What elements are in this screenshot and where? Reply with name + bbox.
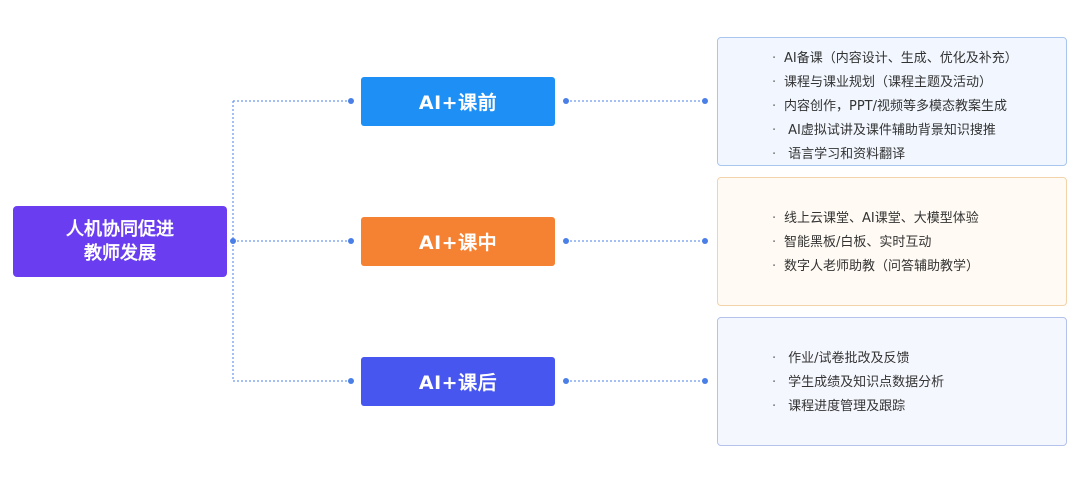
detail-item: · 智能黑板/白板、实时互动	[772, 231, 1058, 255]
stage-node-before-class: AI+课前	[361, 77, 555, 126]
stage-node-after-class: AI+课后	[361, 357, 555, 406]
detail-item-text: 语言学习和资料翻译	[784, 147, 906, 162]
connector-dot-stage-in	[348, 238, 354, 244]
bullet-dot: ·	[772, 235, 777, 250]
detail-item-text: 智能黑板/白板、实时互动	[784, 235, 932, 250]
detail-item-text: AI虚拟试讲及课件辅助背景知识搜推	[784, 123, 996, 138]
bullet-dot: ·	[772, 123, 777, 138]
bullet-dot: ·	[772, 351, 777, 366]
detail-item: · 语言学习和资料翻译	[772, 143, 1058, 167]
bullet-dot: ·	[772, 259, 777, 274]
detail-panel-before-class: · AI备课（内容设计、生成、优化及补充） · 课程与课业规划（课程主题及活动） ·…	[717, 37, 1067, 166]
root-label-line-2: 教师发展	[84, 242, 156, 264]
detail-panel-after-class: · 作业/试卷批改及反馈 · 学生成绩及知识点数据分析 · 课程进度管理及跟踪	[717, 317, 1067, 446]
bullet-dot: ·	[772, 211, 777, 226]
detail-item-text: 线上云课堂、AI课堂、大模型体验	[784, 211, 979, 226]
connector-dot-stage-out	[563, 98, 569, 104]
detail-item: · 课程进度管理及跟踪	[772, 395, 1058, 419]
connector-dot-panel-in	[702, 378, 708, 384]
detail-item: · 课程与课业规划（课程主题及活动）	[772, 71, 1058, 95]
detail-item-text: 课程与课业规划（课程主题及活动）	[784, 75, 993, 90]
connector-dot-stage-out	[563, 238, 569, 244]
detail-list-before-class: · AI备课（内容设计、生成、优化及补充） · 课程与课业规划（课程主题及活动） ·…	[772, 47, 1058, 167]
detail-item: · AI虚拟试讲及课件辅助背景知识搜推	[772, 119, 1058, 143]
detail-item-text: 数字人老师助教（问答辅助教学）	[784, 259, 980, 274]
bullet-dot: ·	[772, 51, 777, 66]
stage-node-during-class: AI+课中	[361, 217, 555, 266]
connector-dot-stage-out	[563, 378, 569, 384]
detail-item: · 内容创作，PPT/视频等多模态教案生成	[772, 95, 1058, 119]
connector-dot-root	[230, 238, 236, 244]
detail-item-text: 内容创作，PPT/视频等多模态教案生成	[784, 99, 1007, 114]
bullet-dot: ·	[772, 375, 777, 390]
detail-item-text: 学生成绩及知识点数据分析	[784, 375, 945, 390]
bullet-dot: ·	[772, 399, 777, 414]
connector-dot-panel-in	[702, 98, 708, 104]
stage-label-after-class: AI+课后	[418, 372, 498, 394]
connector-dot-panel-in	[702, 238, 708, 244]
detail-item-text: 作业/试卷批改及反馈	[784, 351, 910, 366]
detail-list-after-class: · 作业/试卷批改及反馈 · 学生成绩及知识点数据分析 · 课程进度管理及跟踪	[772, 347, 1058, 419]
detail-item-text: 课程进度管理及跟踪	[784, 399, 906, 414]
detail-item: · 作业/试卷批改及反馈	[772, 347, 1058, 371]
root-node-teacher-development: 人机协同促进 教师发展	[13, 206, 227, 277]
connector-dot-stage-in	[348, 98, 354, 104]
detail-item: · AI备课（内容设计、生成、优化及补充）	[772, 47, 1058, 71]
stage-label-during-class: AI+课中	[418, 232, 498, 254]
bullet-dot: ·	[772, 99, 777, 114]
stage-label-before-class: AI+课前	[418, 92, 498, 114]
detail-item: · 数字人老师助教（问答辅助教学）	[772, 255, 1058, 279]
detail-item: · 线上云课堂、AI课堂、大模型体验	[772, 207, 1058, 231]
detail-panel-during-class: · 线上云课堂、AI课堂、大模型体验 · 智能黑板/白板、实时互动 · 数字人老师助教…	[717, 177, 1067, 306]
detail-item: · 学生成绩及知识点数据分析	[772, 371, 1058, 395]
bullet-dot: ·	[772, 75, 777, 90]
detail-item-text: AI备课（内容设计、生成、优化及补充）	[784, 51, 1018, 66]
detail-list-during-class: · 线上云课堂、AI课堂、大模型体验 · 智能黑板/白板、实时互动 · 数字人老师助教…	[772, 207, 1058, 279]
bullet-dot: ·	[772, 147, 777, 162]
root-label-line-1: 人机协同促进	[66, 218, 174, 240]
connector-dot-stage-in	[348, 378, 354, 384]
